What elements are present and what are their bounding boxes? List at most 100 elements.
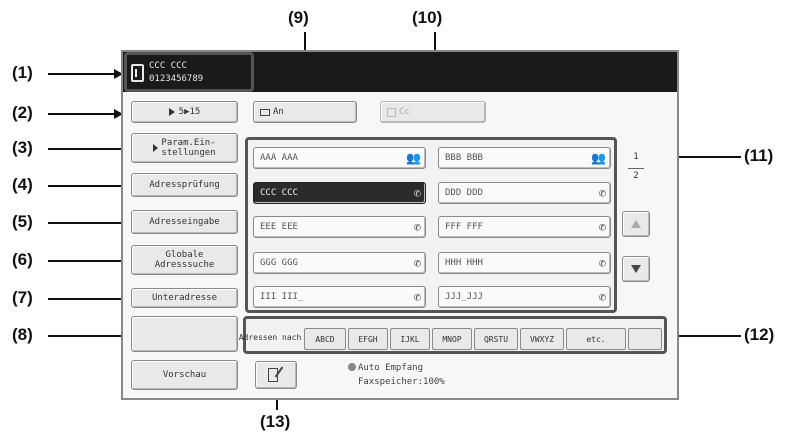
- tab-label: Adressen nach: [238, 332, 302, 342]
- leader-1: [48, 73, 116, 75]
- param-settings-button[interactable]: Param.Ein- stellungen: [131, 133, 238, 163]
- tab-qrstu[interactable]: QRSTU: [474, 328, 518, 350]
- leader-8: [48, 335, 124, 337]
- page-current: 1: [633, 152, 639, 162]
- leader-7: [48, 298, 124, 300]
- address-entry-bbb[interactable]: BBB BBB 👥: [438, 147, 611, 169]
- receive-icon: [348, 363, 356, 371]
- preview-button[interactable]: Vorschau: [131, 360, 238, 390]
- callout-9: (9): [288, 8, 309, 27]
- tab-efgh[interactable]: EFGH: [348, 328, 388, 350]
- address-entry-label: EEE EEE: [260, 222, 298, 232]
- address-entry-hhh[interactable]: HHH HHH ✆: [438, 252, 611, 274]
- address-entry-label: AAA AAA: [260, 153, 298, 163]
- fax-icon: [387, 107, 396, 117]
- sub-address-label: Unteradresse: [151, 293, 218, 303]
- tab-abcd[interactable]: ABCD: [304, 328, 346, 350]
- callout-2: (2): [12, 103, 33, 122]
- address-entry-aaa[interactable]: AAA AAA 👥: [253, 147, 426, 169]
- cc-label: Cc: [399, 107, 410, 117]
- fax-status: Auto Empfang Faxspeicher:100%: [348, 361, 445, 389]
- tab-blank[interactable]: [628, 328, 662, 350]
- leader-6: [48, 260, 124, 262]
- address-entry-ccc[interactable]: CCC CCC ✆: [253, 182, 426, 204]
- address-entry-iii[interactable]: III III_ ✆: [253, 286, 426, 308]
- address-entry-button[interactable]: Adresseingabe: [131, 210, 238, 234]
- mail-icon: [260, 108, 270, 116]
- phone-icon: ✆: [413, 256, 421, 270]
- scroll-down-button[interactable]: [622, 256, 650, 282]
- tab-label: EFGH: [358, 334, 378, 344]
- global-address-search-button[interactable]: Globale Adresssuche: [131, 245, 238, 275]
- address-entry-label: BBB BBB: [445, 153, 483, 163]
- global-address-search-label: Globale Adresssuche: [154, 250, 215, 270]
- to-label: An: [273, 107, 284, 117]
- callout-3: (3): [12, 138, 33, 157]
- address-entry-label: JJJ_JJJ: [445, 292, 483, 302]
- destination-display: CCC CCC 0123456789: [124, 52, 254, 92]
- auto-receive-status: Auto Empfang: [358, 363, 424, 373]
- param-settings-label: Param.Ein- stellungen: [161, 138, 216, 158]
- tab-label: MNOP: [442, 334, 462, 344]
- destination-counter-button[interactable]: 5▶15: [131, 101, 238, 123]
- address-entry-label: DDD DDD: [445, 188, 483, 198]
- address-entry-ggg[interactable]: GGG GGG ✆: [253, 252, 426, 274]
- group-icon: 👥: [591, 151, 606, 165]
- tab-etc[interactable]: etc.: [566, 328, 626, 350]
- address-entry-label: III III_: [260, 292, 304, 302]
- fax-memory-status: Faxspeicher:100%: [358, 377, 445, 387]
- leader-13: [276, 398, 278, 410]
- tab-ijkl[interactable]: IJKL: [390, 328, 430, 350]
- destination-number: 0123456789: [149, 74, 204, 84]
- leader-2-arrow: [114, 109, 123, 119]
- leader-2: [48, 113, 116, 115]
- sub-address-button[interactable]: Unteradresse: [131, 288, 238, 308]
- callout-4: (4): [12, 175, 33, 194]
- leader-4: [48, 185, 124, 187]
- leader-1-arrow: [114, 69, 123, 79]
- phone-icon: ✆: [413, 220, 421, 234]
- index-tabs: Adressen nach ABCD EFGH IJKL MNOP QRSTU …: [239, 316, 667, 354]
- phone-icon: ✆: [598, 186, 606, 200]
- scroll-up-button[interactable]: [622, 211, 650, 237]
- address-entry-label: GGG GGG: [260, 258, 298, 268]
- address-book-edit-button[interactable]: [255, 361, 297, 389]
- callout-13: (13): [260, 412, 291, 431]
- tab-vwxyz[interactable]: VWXYZ: [520, 328, 564, 350]
- callout-11: (11): [744, 146, 774, 165]
- tab-label: etc.: [586, 334, 606, 344]
- arrow-down-icon: [631, 265, 641, 273]
- blank-function-button[interactable]: [131, 316, 238, 352]
- preview-label: Vorschau: [162, 370, 207, 380]
- expand-icon: [153, 144, 159, 152]
- address-entry-eee[interactable]: EEE EEE ✆: [253, 216, 426, 238]
- address-entry-label: FFF FFF: [445, 222, 483, 232]
- page-total: 2: [633, 171, 639, 181]
- tab-mnop[interactable]: MNOP: [432, 328, 472, 350]
- phone-icon: ✆: [413, 290, 421, 304]
- leader-11: [627, 156, 741, 158]
- address-entry-jjj[interactable]: JJJ_JJJ ✆: [438, 286, 611, 308]
- address-entry-label: CCC CCC: [260, 188, 298, 198]
- arrow-up-icon: [631, 220, 641, 228]
- callout-6: (6): [12, 250, 33, 269]
- address-entry-ddd[interactable]: DDD DDD ✆: [438, 182, 611, 204]
- callout-7: (7): [12, 288, 33, 307]
- callout-12: (12): [744, 325, 775, 344]
- address-entry-fff[interactable]: FFF FFF ✆: [438, 216, 611, 238]
- address-review-button[interactable]: Adressprüfung: [131, 173, 238, 197]
- leader-12: [676, 335, 741, 337]
- play-icon: [168, 108, 175, 116]
- page-divider: [628, 168, 644, 169]
- leader-3: [48, 148, 124, 150]
- destination-counter-label: 5▶15: [178, 107, 201, 117]
- address-entry-label: HHH HHH: [445, 258, 483, 268]
- address-review-label: Adressprüfung: [149, 180, 220, 190]
- tab-addresses-by[interactable]: Adressen nach: [234, 325, 306, 349]
- cc-button[interactable]: Cc: [380, 101, 486, 123]
- callout-8: (8): [12, 325, 33, 344]
- phone-icon: ✆: [413, 186, 421, 200]
- destination-name: CCC CCC: [149, 61, 187, 71]
- to-button[interactable]: An: [253, 101, 357, 123]
- page-indicator: 1 2: [625, 152, 647, 192]
